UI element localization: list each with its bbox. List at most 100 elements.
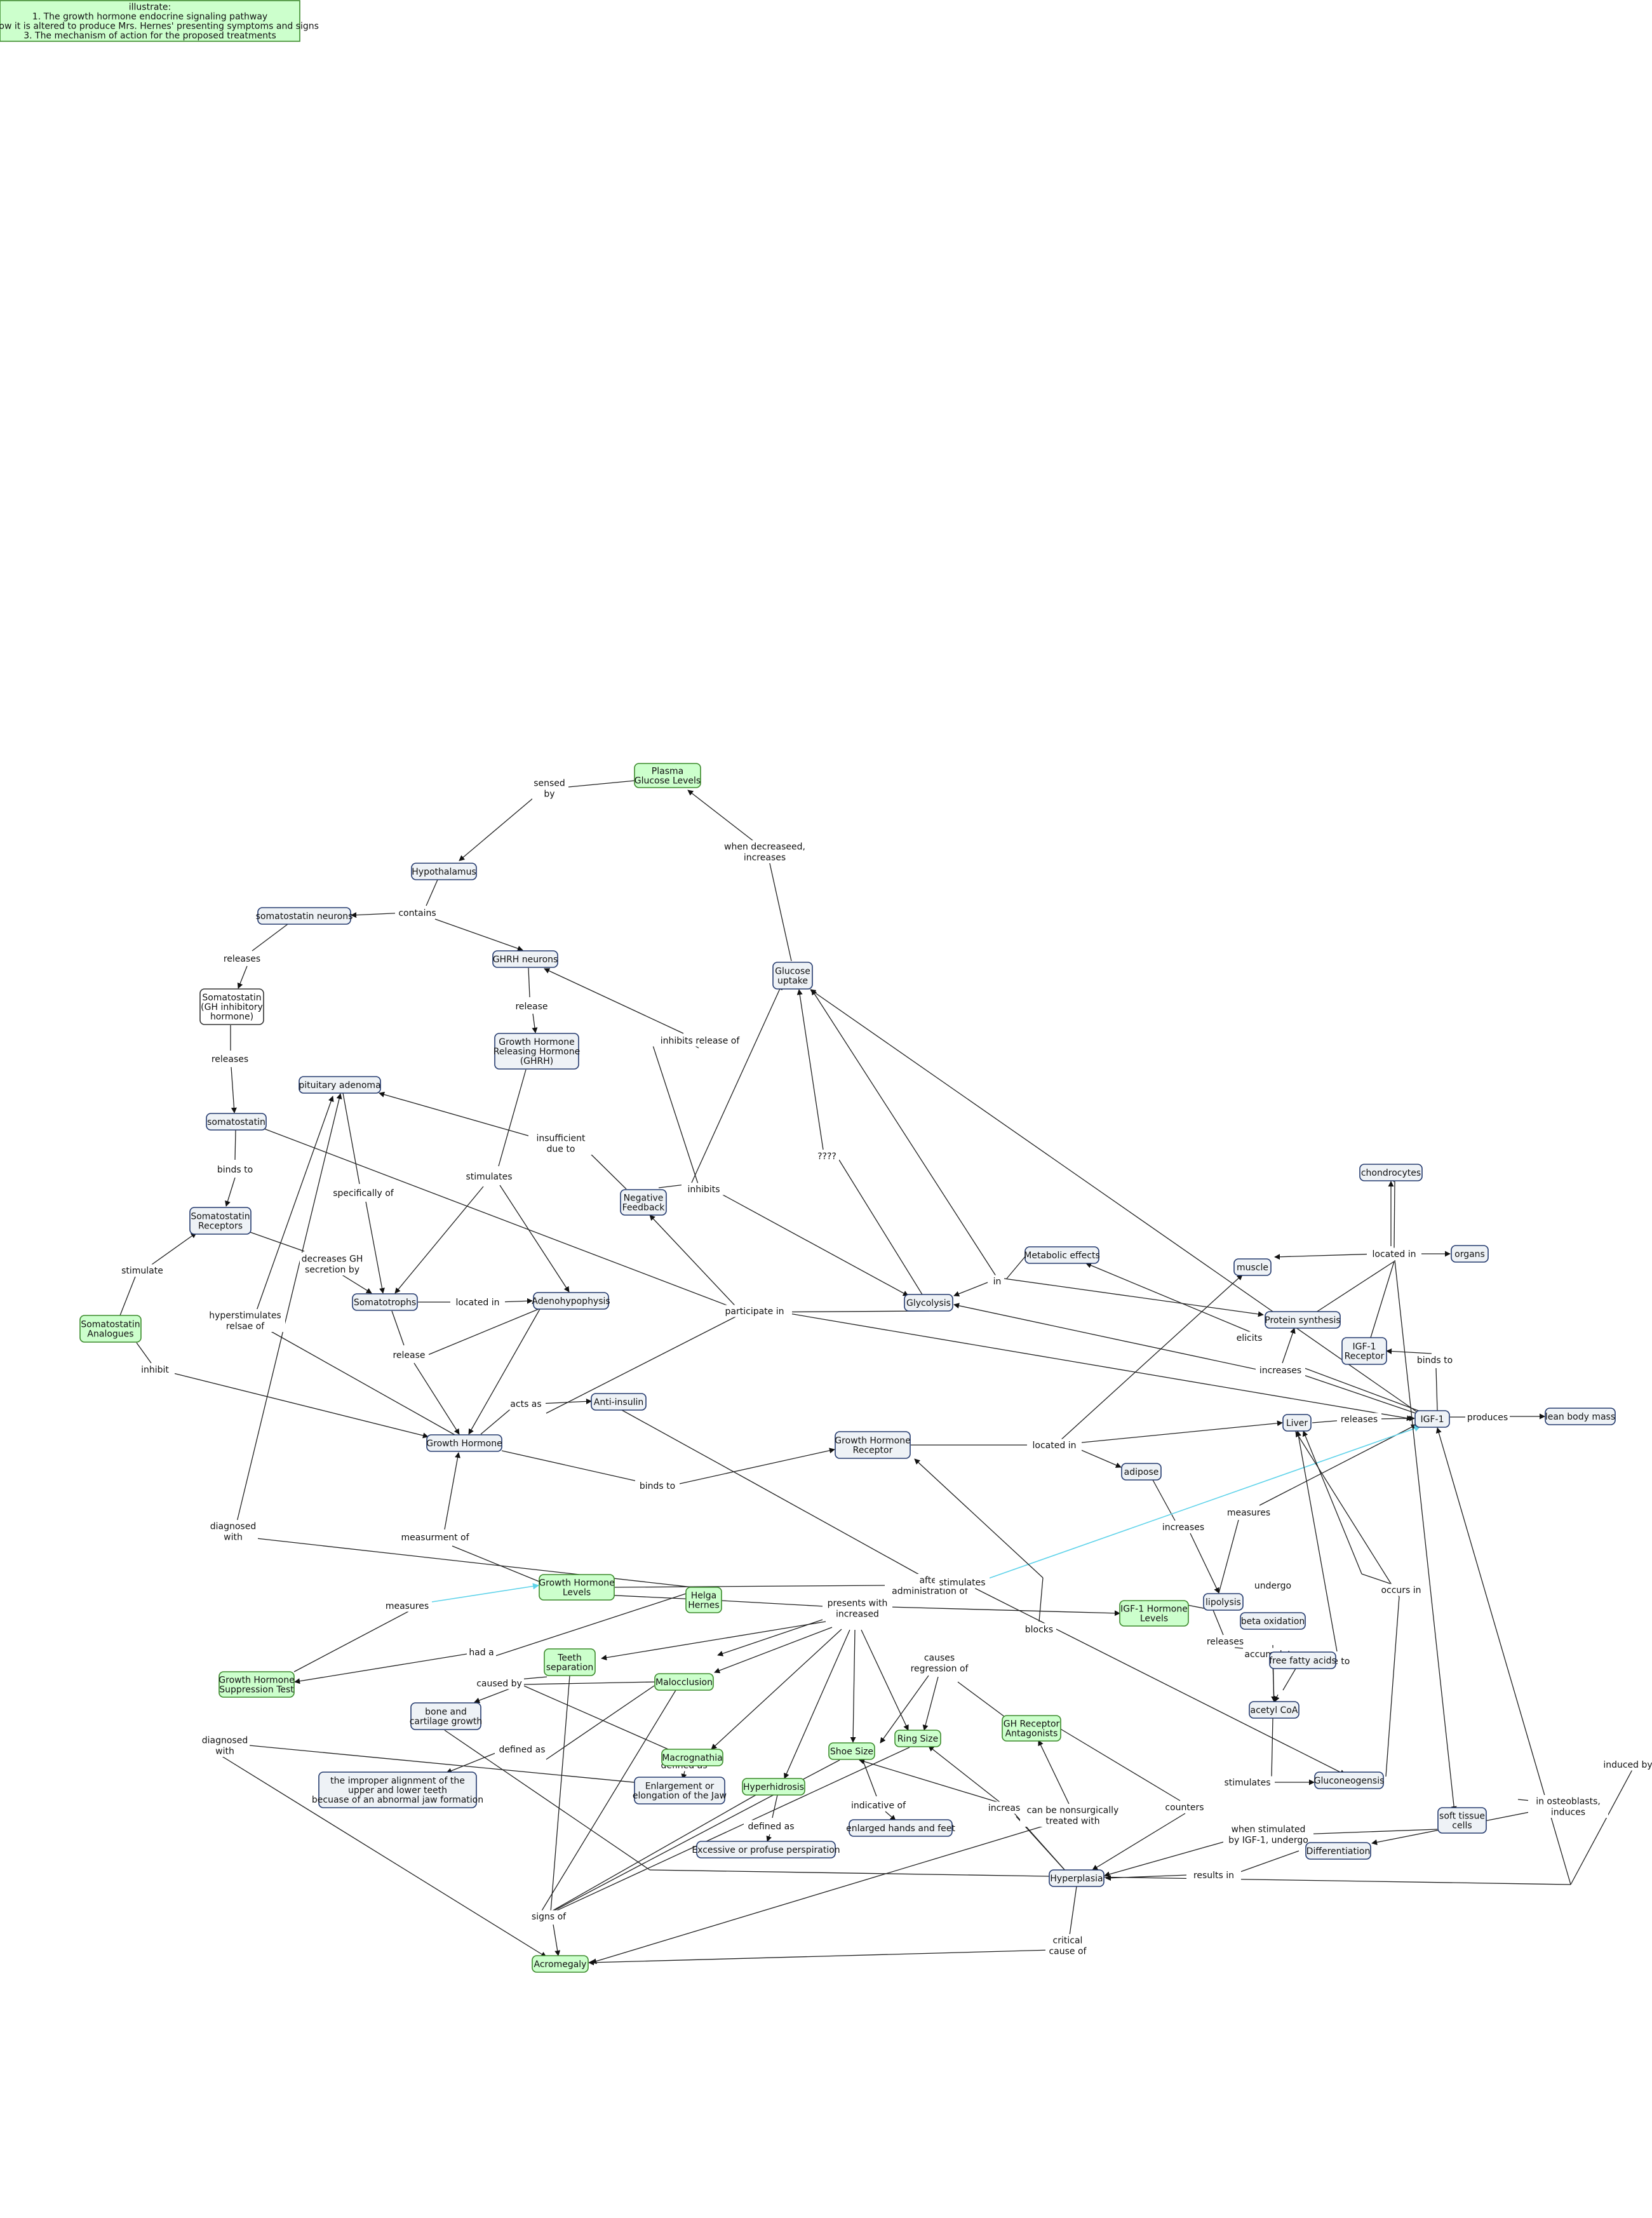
connector-line (687, 790, 756, 844)
label-text: inhibit (141, 1365, 169, 1375)
label-text: lean body mass (1545, 1412, 1615, 1422)
concept-organs[interactable]: organs (1451, 1245, 1489, 1263)
concept-beta-oxidation[interactable]: beta oxidation (1240, 1612, 1306, 1630)
label-text: Growth Hormone (426, 1439, 502, 1449)
connector-line (1274, 1694, 1280, 1702)
concept-liver[interactable]: Liver (1282, 1414, 1312, 1432)
concept-lean-body-mass[interactable]: lean body mass (1545, 1408, 1616, 1425)
concept-hyperplasia[interactable]: Hyperplasia (1049, 1869, 1105, 1887)
label-text: Anti-insulin (594, 1397, 643, 1408)
label-line: due to (547, 1145, 575, 1155)
concept-focus[interactable]: illustrate:1. The growth hormone endocri… (0, 0, 319, 42)
concept-growth-hormone[interactable]: Growth Hormone (426, 1434, 502, 1452)
label-text: muscle (1237, 1263, 1268, 1273)
label-line: acetyl CoA (1251, 1705, 1298, 1716)
label-text: Hyperhidrosis (743, 1782, 804, 1792)
label-line: with (215, 1747, 234, 1757)
concept-box (1240, 1612, 1306, 1630)
concept-box (492, 950, 558, 968)
concept-chondrocytes[interactable]: chondrocytes (1359, 1164, 1423, 1181)
label-line: (GHRH) (520, 1056, 554, 1066)
label-text: IGF-1 (1421, 1415, 1444, 1425)
concept-pituitary-adenoma[interactable]: pituitary adenoma (299, 1076, 381, 1094)
connector-line (535, 1690, 676, 1921)
connector-line (971, 1586, 1346, 1775)
label-line: release (515, 1002, 547, 1012)
label-line: Liver (1286, 1418, 1308, 1428)
connector-line (591, 1821, 1059, 1964)
connector-line (1315, 1261, 1395, 1313)
concept-box (772, 962, 813, 990)
concept-glycolysis[interactable]: Glycolysis (904, 1294, 953, 1312)
link-phrase-participate-in: participate in (717, 1305, 792, 1317)
label-text: blocks (1025, 1625, 1053, 1635)
concept-malocclusion[interactable]: Malocclusion (654, 1673, 714, 1691)
link-phrase-release-1: release (512, 1000, 551, 1012)
label-text: adipose (1124, 1467, 1159, 1477)
connector-line (1361, 1573, 1394, 1585)
concept-hypothalamus[interactable]: Hypothalamus (411, 863, 477, 880)
concept-adenohypophysis[interactable]: Adenohypophysis (532, 1292, 610, 1310)
label-text: Excessive or profuse perspiration (692, 1845, 840, 1855)
connector-line (1104, 1837, 1240, 1878)
concept-protein-synthesis[interactable]: Protein synthesis (1265, 1311, 1341, 1329)
concept-muscle[interactable]: muscle (1233, 1258, 1272, 1276)
concept-somatotrophs[interactable]: Somatotrophs (352, 1293, 418, 1311)
concept-somatostatin-neurons[interactable]: somatostatin neurons (256, 907, 353, 925)
concept-shoe-size[interactable]: Shoe Size (828, 1742, 875, 1760)
concept-macrognathia[interactable]: Macrognathia (661, 1749, 723, 1766)
concept-ghrh-neurons[interactable]: GHRH neurons (492, 950, 558, 968)
concept-differentiation[interactable]: Differentiation (1305, 1842, 1371, 1860)
label-line: treated with (1045, 1817, 1099, 1827)
concept-ring-size[interactable]: Ring Size (894, 1730, 941, 1747)
concept-somatostatin[interactable]: somatostatin (206, 1113, 267, 1131)
concept-metabolic-effects[interactable]: Metabolic effects (1024, 1246, 1100, 1264)
label-line: Glucose Levels (635, 776, 701, 786)
concept-hyperhidrosis[interactable]: Hyperhidrosis (742, 1778, 805, 1796)
concept-adipose[interactable]: adipose (1121, 1463, 1162, 1481)
label-text: elicits (1237, 1333, 1263, 1343)
connector-line (444, 1452, 460, 1530)
link-phrase-located-in-3: located in (1027, 1439, 1082, 1451)
concept-lipolysis[interactable]: lipolysis (1203, 1593, 1244, 1611)
label-text: illustrate:1. The growth hormone endocri… (0, 3, 319, 41)
concept-free-fatty-acids[interactable]: free fatty acids (1269, 1651, 1336, 1669)
label-line: binds to (640, 1481, 675, 1491)
concept-excessive-perspiration[interactable]: Excessive or profuse perspiration (692, 1841, 840, 1858)
concept-anti-insulin[interactable]: Anti-insulin (591, 1393, 647, 1411)
concept-gluconeogensis[interactable]: Gluconeogensis (1314, 1771, 1385, 1789)
concept-acromegaly[interactable]: Acromegaly (532, 1955, 589, 1973)
label-text: stimulates (1224, 1778, 1270, 1788)
concept-enlarged-hands-feet[interactable]: enlarged hands and feet (846, 1819, 955, 1837)
concept-igf1[interactable]: IGF-1 (1414, 1410, 1450, 1428)
label-line: adipose (1124, 1467, 1159, 1477)
connector-line (119, 1276, 136, 1316)
label-line: binds to (217, 1165, 253, 1175)
concept-acetyl-coa[interactable]: acetyl CoA (1249, 1701, 1299, 1719)
